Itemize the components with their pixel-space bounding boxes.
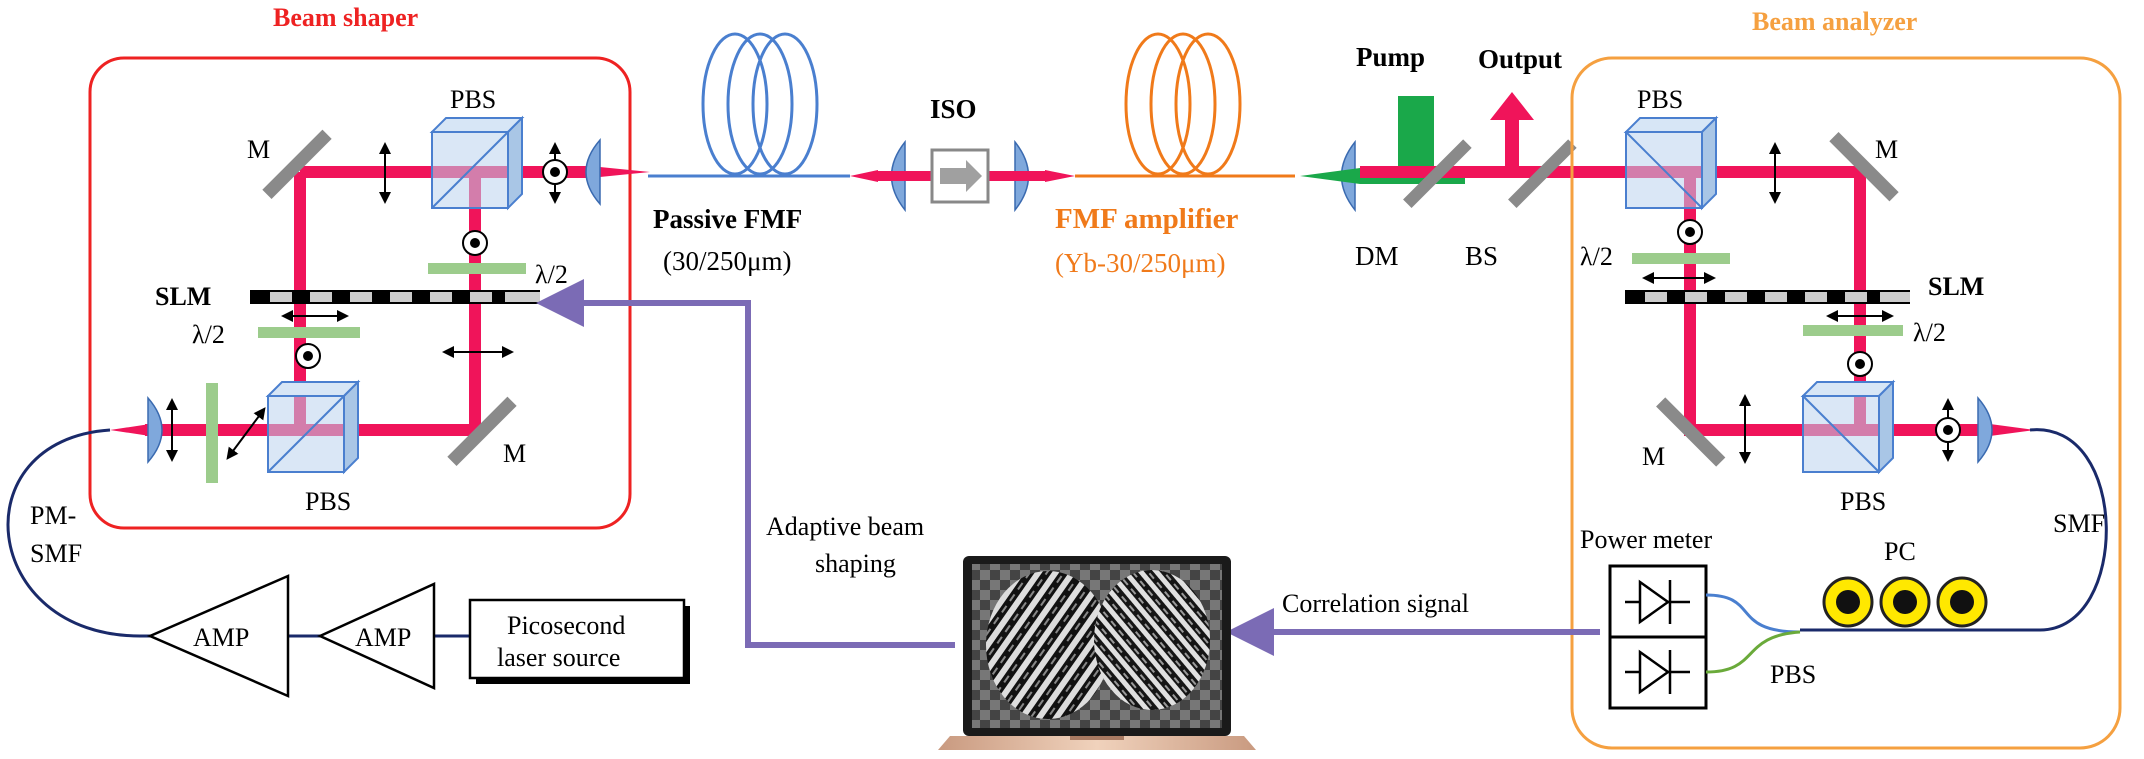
shaper-pbs-top (429, 115, 525, 211)
pc-label: PC (1884, 537, 1916, 566)
fmf-amplifier-spec: (Yb-30/250μm) (1055, 248, 1225, 278)
laser-source-line2: laser source (497, 643, 620, 672)
shaper-lens-input (147, 396, 163, 464)
shaper-input-taper (110, 424, 150, 436)
beam-shaper-title: Beam shaper (273, 3, 418, 32)
detector-fiber-blue (1705, 593, 1801, 634)
analyzer-pbs-bottom-label: PBS (1840, 487, 1886, 516)
detector-pbs-label: PBS (1770, 660, 1816, 689)
analyzer-mirror-top (1829, 132, 1899, 202)
shaper-hwp-right (428, 263, 526, 274)
smf-label: SMF (2053, 509, 2105, 538)
shaper-polarization-markers (166, 142, 568, 462)
shaper-mirror-bottom-label: M (503, 439, 526, 468)
iso-beam-taper-right (1045, 170, 1075, 182)
iso-label: ISO (930, 94, 977, 124)
shaper-mirror-top-label: M (247, 135, 270, 164)
pump-beam (1300, 96, 1465, 184)
analyzer-hwp-right (1803, 325, 1903, 336)
fmf-amplifier-coil (1124, 32, 1242, 176)
shaper-slm-label: SLM (155, 282, 211, 311)
amp1-triangle (146, 574, 290, 698)
beam-splitter (1508, 139, 1577, 208)
shaper-mirror-bottom (447, 396, 517, 466)
shaper-pbs-top-label: PBS (450, 85, 496, 114)
analyzer-polarization-markers (1642, 142, 1961, 464)
analyzer-fiber-lens (1977, 396, 1993, 464)
fmf-amplifier-label: FMF amplifier (1055, 203, 1238, 235)
analyzer-slm-label: SLM (1928, 272, 1984, 301)
output-label: Output (1478, 44, 1562, 74)
adaptive-beam-shaping-line2: shaping (815, 549, 896, 578)
pm-smf-label-line1: PM- (30, 501, 76, 530)
correlation-signal-label: Correlation signal (1282, 589, 1469, 618)
analyzer-hwp-left (1632, 253, 1730, 264)
passive-fmf-label: Passive FMF (653, 204, 802, 234)
power-meter (1608, 564, 1708, 710)
laser-source-shadow-bottom (476, 678, 690, 684)
analyzer-pbs-bottom (1800, 379, 1896, 475)
bs-label: BS (1465, 241, 1498, 271)
pm-smf-fiber (6, 428, 150, 638)
beam-analyzer-box (1570, 56, 2122, 750)
analyzer-mirror-top-label: M (1875, 135, 1898, 164)
output-arrow (1490, 92, 1534, 172)
analyzer-slm (1625, 290, 1910, 304)
smf-fiber (1950, 428, 2108, 632)
analyzer-pbs-top-label: PBS (1637, 85, 1683, 114)
power-meter-label: Power meter (1580, 525, 1712, 554)
iso-arrow-icon (940, 160, 982, 192)
passive-fmf-coil (701, 32, 819, 176)
adaptive-beam-shaping-arrow (536, 279, 955, 648)
dm-label: DM (1355, 241, 1399, 271)
shaper-hwp-left (258, 327, 360, 338)
analyzer-mirror-bottom-label: M (1642, 442, 1665, 471)
dichroic-mirror (1403, 139, 1472, 208)
laptop-icon (938, 556, 1256, 750)
iso-beam-taper-left (850, 170, 878, 182)
adaptive-beam-shaping-line1: Adaptive beam (766, 512, 924, 541)
amp1-label: AMP (193, 623, 249, 652)
passive-fmf-spec: (30/250μm) (663, 246, 791, 276)
shaper-slm (250, 290, 540, 304)
shaper-mirror-top (262, 129, 332, 199)
beam-analyzer-title: Beam analyzer (1752, 7, 1917, 36)
pm-smf-label-line2: SMF (30, 539, 82, 568)
analyzer-hwp-right-label: λ/2 (1913, 318, 1946, 347)
pump-label: Pump (1356, 42, 1425, 72)
detector-fiber-green (1705, 630, 1801, 674)
shaper-hwp-input (206, 383, 218, 483)
shaper-pbs-bottom-label: PBS (305, 487, 351, 516)
laser-source-line1: Picosecond (507, 611, 625, 640)
polarization-controller (1822, 576, 1988, 628)
analyzer-pbs-top (1623, 115, 1719, 211)
analyzer-hwp-left-label: λ/2 (1580, 242, 1613, 271)
analyzer-fiber-taper (1990, 424, 2035, 436)
amp2-label: AMP (355, 623, 411, 652)
shaper-hwp-left-label: λ/2 (192, 320, 225, 349)
shaper-output-taper (590, 166, 650, 178)
shaper-hwp-right-label: λ/2 (535, 260, 568, 289)
analyzer-mirror-bottom (1656, 397, 1726, 467)
beam-shaper-box (88, 56, 632, 530)
shaper-pbs-bottom (265, 379, 361, 475)
shaper-lens-output (585, 138, 601, 206)
amp2-triangle (316, 582, 436, 690)
laser-source-shadow (684, 606, 690, 684)
